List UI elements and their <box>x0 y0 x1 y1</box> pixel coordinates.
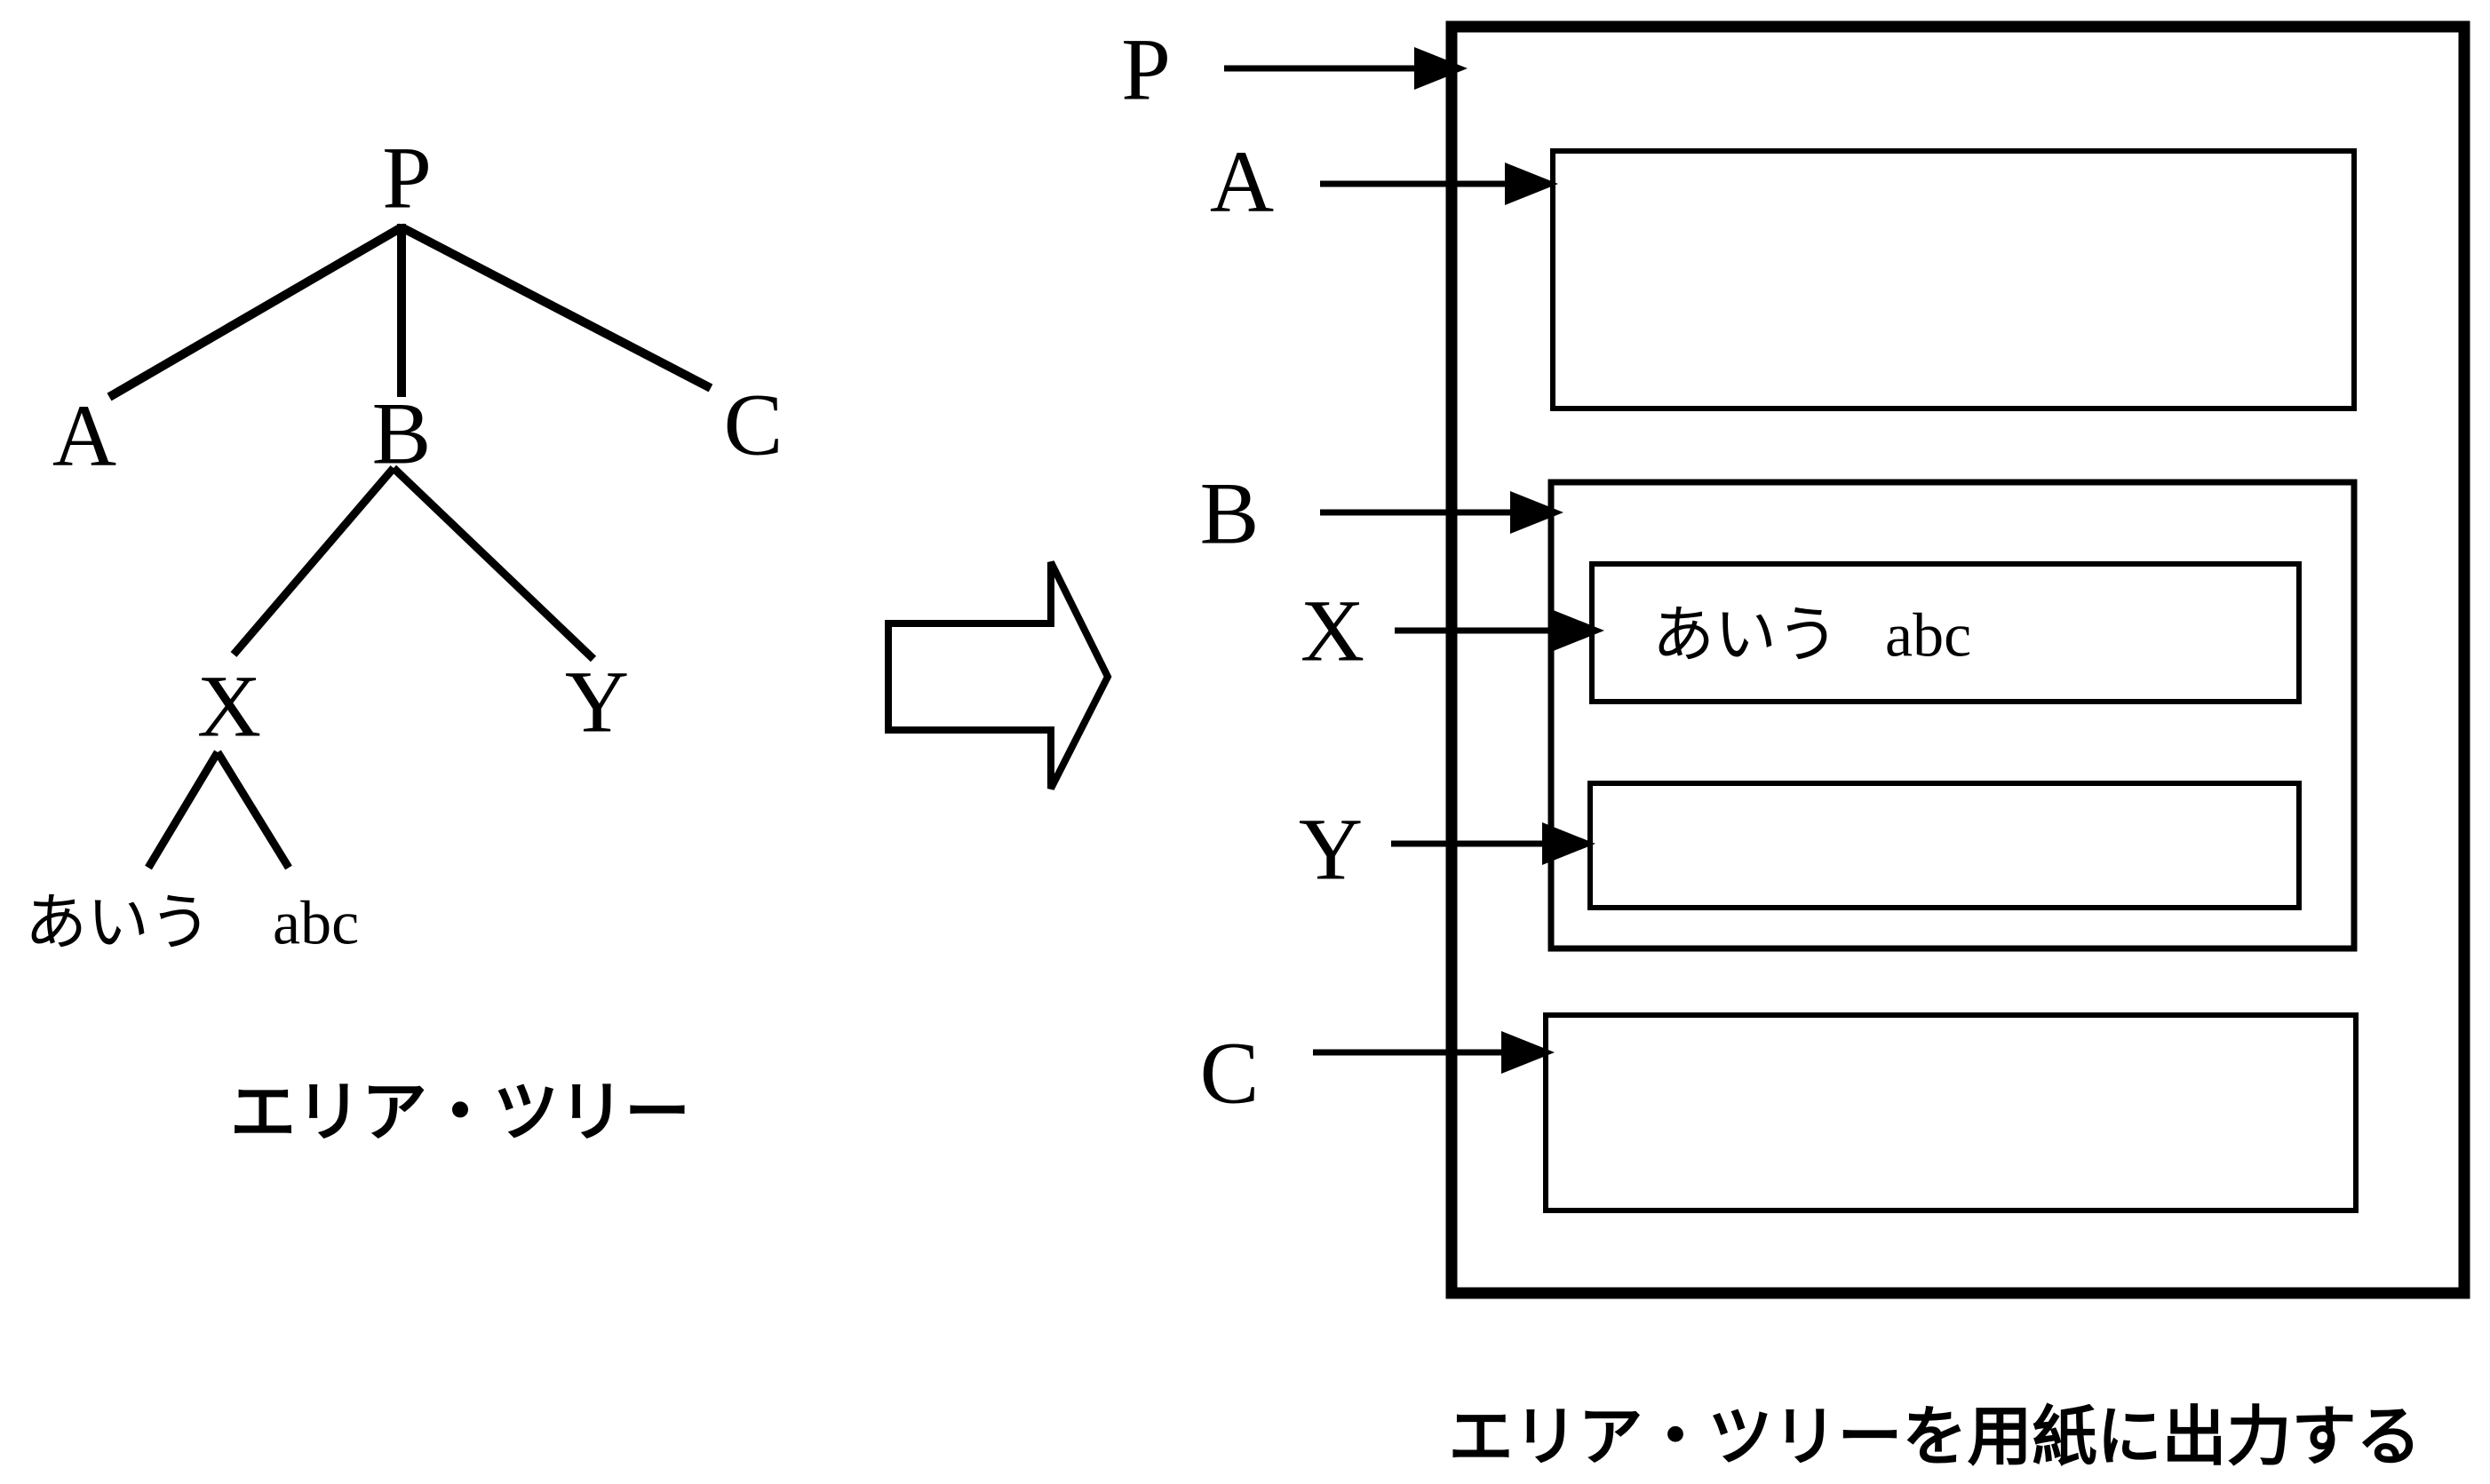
tree-node-c: C <box>724 376 784 474</box>
box-x-text-latin: abc <box>1885 602 1971 671</box>
tree-node-x: X <box>197 657 261 756</box>
pointer-arrow-p <box>1224 47 1468 90</box>
pointer-arrow-y-head <box>1542 822 1595 865</box>
pointer-arrow-x-head <box>1551 609 1604 652</box>
pointer-label-p: P <box>1121 20 1171 119</box>
tree-leaf-aiu: あいう <box>25 890 211 958</box>
tree-edge-x-leaf2 <box>214 750 292 870</box>
pointer-arrow-a <box>1320 163 1558 205</box>
pointer-arrow-y <box>1391 822 1595 865</box>
tree-node-p: P <box>382 129 432 227</box>
tree-leaf-abc: abc <box>273 890 359 958</box>
output-page-caption: エリア・ツリーを用紙に出力する <box>1449 1401 2422 1473</box>
pointer-arrow-x <box>1395 609 1604 652</box>
tree-node-y: Y <box>565 653 629 751</box>
tree-edge-x-leaf1 <box>145 750 221 870</box>
pointer-arrow-c <box>1313 1031 1555 1074</box>
pointer-arrow-b-head <box>1510 491 1563 534</box>
pointer-arrow-a-head <box>1505 163 1558 205</box>
area-box-a <box>1550 148 2357 411</box>
transform-arrow-icon <box>885 560 1112 790</box>
tree-node-b: B <box>372 385 432 483</box>
pointer-label-b: B <box>1200 464 1260 563</box>
pointer-label-x: X <box>1301 582 1364 680</box>
pointer-label-y: Y <box>1299 800 1363 899</box>
area-box-y <box>1587 781 2302 910</box>
tree-node-a: A <box>52 386 116 485</box>
tree-edge-b-y <box>390 464 597 663</box>
area-tree-caption: エリア・ツリー <box>230 1075 690 1149</box>
area-tree: P A B C X Y あいう abc エリア・ツリー <box>25 129 783 1149</box>
pointer-arrow-b <box>1320 491 1563 534</box>
tree-edge-p-c <box>399 223 713 393</box>
pointer-label-a: A <box>1210 132 1274 231</box>
area-box-c <box>1543 1012 2359 1213</box>
tree-edge-b-x <box>230 465 397 657</box>
output-page: あいう abc P A B X Y C <box>1121 20 2470 1473</box>
tree-edge-p-a <box>107 223 404 401</box>
pointer-arrow-p-head <box>1414 47 1468 90</box>
area-box-x <box>1589 561 2302 704</box>
pointer-arrow-c-head <box>1501 1031 1555 1074</box>
pointer-label-c: C <box>1200 1024 1260 1123</box>
box-x-text-jp: あいう <box>1652 602 1839 671</box>
